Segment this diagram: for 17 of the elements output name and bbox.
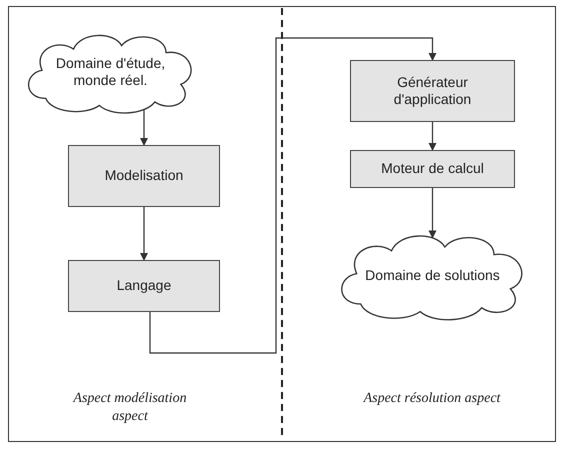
section-caption: Aspect résolution aspect — [362, 390, 502, 408]
process-box — [350, 60, 515, 122]
arrow — [140, 207, 148, 261]
process-box — [68, 145, 220, 207]
node-label: Domaine d'étude, monde réel. — [54, 54, 166, 90]
node-label: Domaine de solutions — [365, 266, 500, 284]
arrow — [140, 110, 148, 146]
process-box — [350, 150, 515, 188]
node-label: Générateur d'application — [392, 74, 472, 108]
node-label: Moteur de calcul — [381, 160, 484, 178]
node-label: Langage — [116, 277, 172, 295]
node-label: Modelisation — [104, 167, 184, 185]
section-caption: Aspect modélisation aspect — [72, 390, 188, 425]
process-box — [68, 260, 220, 312]
arrow — [149, 37, 436, 354]
arrow — [428, 122, 436, 151]
arrow — [428, 188, 436, 238]
